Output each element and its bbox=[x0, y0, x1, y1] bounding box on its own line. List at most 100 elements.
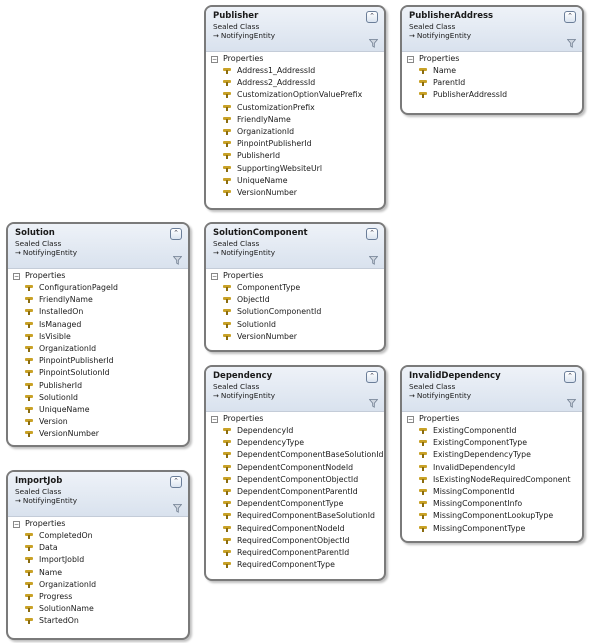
property-item[interactable]: MissingComponentInfo bbox=[419, 498, 582, 510]
property-item[interactable]: PinpointPublisherId bbox=[25, 355, 188, 367]
collapse-chevron-icon[interactable]: ⌃ bbox=[366, 11, 378, 23]
property-item[interactable]: UniqueName bbox=[25, 404, 188, 416]
property-item[interactable]: DependencyId bbox=[223, 425, 384, 437]
property-item[interactable]: ParentId bbox=[419, 77, 582, 89]
collapse-chevron-icon[interactable]: ⌃ bbox=[170, 228, 182, 240]
property-item[interactable]: ExistingComponentType bbox=[419, 437, 582, 449]
property-item[interactable]: ExistingComponentId bbox=[419, 425, 582, 437]
property-item[interactable]: Version bbox=[25, 416, 188, 428]
collapse-minus-icon[interactable]: − bbox=[407, 56, 414, 63]
base-class: NotifyingEntity bbox=[22, 248, 78, 257]
property-icon bbox=[223, 525, 231, 532]
property-item[interactable]: StartedOn bbox=[25, 615, 188, 627]
properties-section-toggle[interactable]: −Properties bbox=[402, 52, 582, 65]
property-item[interactable]: IsExistingNodeRequiredComponent bbox=[419, 474, 582, 486]
property-item[interactable]: DependentComponentType bbox=[223, 498, 384, 510]
property-item[interactable]: DependencyType bbox=[223, 437, 384, 449]
property-item[interactable]: VersionNumber bbox=[223, 187, 384, 199]
property-item[interactable]: FriendlyName bbox=[223, 114, 384, 126]
property-item[interactable]: IsVisible bbox=[25, 331, 188, 343]
property-item[interactable]: SolutionName bbox=[25, 603, 188, 615]
property-item[interactable]: MissingComponentId bbox=[419, 486, 582, 498]
filter-icon[interactable] bbox=[566, 39, 577, 48]
property-item[interactable]: MissingComponentLookupType bbox=[419, 510, 582, 522]
property-item[interactable]: SupportingWebsiteUrl bbox=[223, 163, 384, 175]
property-item[interactable]: Name bbox=[419, 65, 582, 77]
properties-section-toggle[interactable]: −Properties bbox=[206, 412, 384, 425]
properties-section-toggle[interactable]: −Properties bbox=[206, 52, 384, 65]
property-item[interactable]: SolutionComponentId bbox=[223, 306, 384, 318]
collapse-minus-icon[interactable]: − bbox=[13, 521, 20, 528]
collapse-chevron-icon[interactable]: ⌃ bbox=[366, 228, 378, 240]
property-name: RequiredComponentParentId bbox=[237, 547, 350, 557]
property-item[interactable]: DependentComponentParentId bbox=[223, 486, 384, 498]
properties-section-toggle[interactable]: −Properties bbox=[8, 517, 188, 530]
property-item[interactable]: ConfigurationPageId bbox=[25, 282, 188, 294]
properties-section-toggle[interactable]: −Properties bbox=[206, 269, 384, 282]
property-item[interactable]: DependentComponentObjectId bbox=[223, 474, 384, 486]
property-item[interactable]: SolutionId bbox=[25, 392, 188, 404]
filter-icon[interactable] bbox=[566, 399, 577, 408]
property-item[interactable]: Progress bbox=[25, 591, 188, 603]
property-item[interactable]: ImportJobId bbox=[25, 554, 188, 566]
collapse-minus-icon[interactable]: − bbox=[211, 56, 218, 63]
filter-icon[interactable] bbox=[368, 39, 379, 48]
property-item[interactable]: PublisherId bbox=[25, 380, 188, 392]
filter-icon[interactable] bbox=[368, 399, 379, 408]
property-item[interactable]: DependentComponentBaseSolutionId bbox=[223, 449, 384, 461]
collapse-minus-icon[interactable]: − bbox=[13, 273, 20, 280]
properties-section-toggle[interactable]: −Properties bbox=[8, 269, 188, 282]
property-item[interactable]: InstalledOn bbox=[25, 306, 188, 318]
property-item[interactable]: IsManaged bbox=[25, 319, 188, 331]
property-item[interactable]: VersionNumber bbox=[25, 428, 188, 440]
property-item[interactable]: FriendlyName bbox=[25, 294, 188, 306]
property-item[interactable]: InvalidDependencyId bbox=[419, 462, 582, 474]
collapse-minus-icon[interactable]: − bbox=[407, 416, 414, 423]
property-item[interactable]: Data bbox=[25, 542, 188, 554]
collapse-chevron-icon[interactable]: ⌃ bbox=[564, 371, 576, 383]
property-item[interactable]: OrganizationId bbox=[223, 126, 384, 138]
collapse-chevron-icon[interactable]: ⌃ bbox=[366, 371, 378, 383]
property-item[interactable]: CustomizationOptionValuePrefix bbox=[223, 89, 384, 101]
property-item[interactable]: VersionNumber bbox=[223, 331, 384, 343]
properties-section-toggle[interactable]: −Properties bbox=[402, 412, 582, 425]
property-item[interactable]: Name bbox=[25, 567, 188, 579]
property-item[interactable]: CompletedOn bbox=[25, 530, 188, 542]
filter-icon[interactable] bbox=[172, 504, 183, 513]
collapse-chevron-icon[interactable]: ⌃ bbox=[170, 476, 182, 488]
property-item[interactable]: PinpointPublisherId bbox=[223, 138, 384, 150]
collapse-minus-icon[interactable]: − bbox=[211, 273, 218, 280]
property-item[interactable]: CustomizationPrefix bbox=[223, 102, 384, 114]
property-item[interactable]: Address2_AddressId bbox=[223, 77, 384, 89]
property-item[interactable]: PublisherAddressId bbox=[419, 89, 582, 101]
filter-icon[interactable] bbox=[172, 256, 183, 265]
collapse-minus-icon[interactable]: − bbox=[211, 416, 218, 423]
property-item[interactable]: RequiredComponentParentId bbox=[223, 547, 384, 559]
property-item[interactable]: ExistingDependencyType bbox=[419, 449, 582, 461]
property-item[interactable]: RequiredComponentBaseSolutionId bbox=[223, 510, 384, 522]
filter-icon[interactable] bbox=[368, 256, 379, 265]
property-item[interactable]: PublisherId bbox=[223, 150, 384, 162]
property-item[interactable]: Address1_AddressId bbox=[223, 65, 384, 77]
property-item[interactable]: ObjectId bbox=[223, 294, 384, 306]
property-item[interactable]: SolutionId bbox=[223, 319, 384, 331]
property-item[interactable]: PinpointSolutionId bbox=[25, 367, 188, 379]
property-item[interactable]: MissingComponentType bbox=[419, 523, 582, 535]
property-item[interactable]: RequiredComponentType bbox=[223, 559, 384, 571]
property-item[interactable]: DependentComponentNodeId bbox=[223, 462, 384, 474]
property-item[interactable]: ComponentType bbox=[223, 282, 384, 294]
property-item[interactable]: RequiredComponentNodeId bbox=[223, 523, 384, 535]
property-item[interactable]: RequiredComponentObjectId bbox=[223, 535, 384, 547]
property-item[interactable]: OrganizationId bbox=[25, 343, 188, 355]
property-item[interactable]: UniqueName bbox=[223, 175, 384, 187]
property-item[interactable]: OrganizationId bbox=[25, 579, 188, 591]
collapse-chevron-icon[interactable]: ⌃ bbox=[564, 11, 576, 23]
